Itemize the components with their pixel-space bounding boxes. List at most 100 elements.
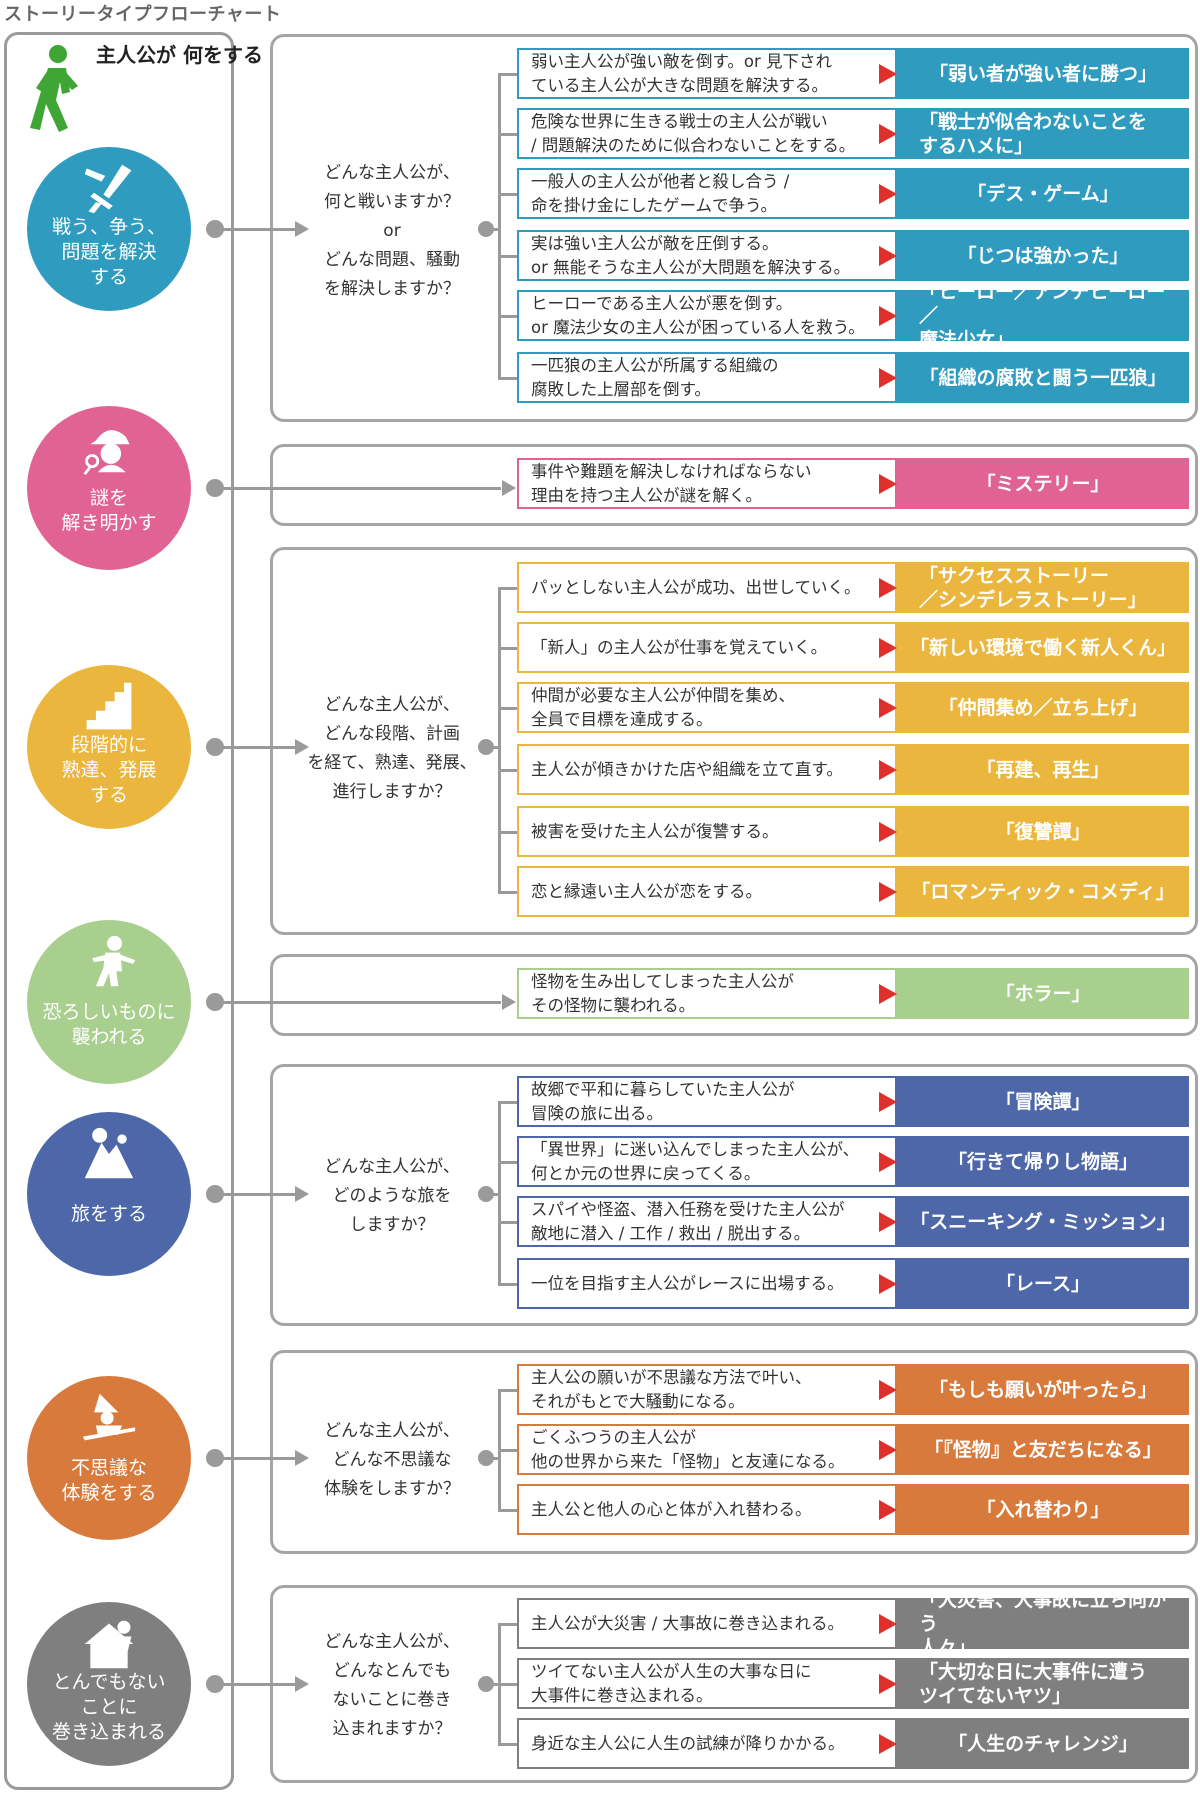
- story-type-tag[interactable]: 「じつは強かった」: [897, 230, 1189, 281]
- category-circle-growth[interactable]: 段階的に 熟達、発展 する: [27, 665, 191, 829]
- branch-stem: [486, 228, 498, 231]
- story-premise-box[interactable]: 故郷で平和に暮らしていた主人公が 冒険の旅に出る。: [517, 1076, 897, 1127]
- story-type-tag[interactable]: 「ホラー」: [897, 968, 1189, 1019]
- red-arrow-icon: [879, 1380, 897, 1400]
- story-type-tag[interactable]: 「デス・ゲーム」: [897, 168, 1189, 219]
- detective-icon: [83, 430, 130, 475]
- story-premise-box[interactable]: パッとしない主人公が成功、出世していく。: [517, 562, 897, 613]
- story-type-tag[interactable]: 「組織の腐敗と闘う一匹狼」: [897, 352, 1189, 403]
- branch-tick: [498, 768, 517, 772]
- story-premise-text: 主人公の願いが不思議な方法で叶い、 それがもとで大騒動になる。: [531, 1368, 812, 1411]
- story-premise-box[interactable]: 弱い主人公が強い敵を倒す。or 見下され ている主人公が大きな問題を解決する。: [517, 48, 897, 99]
- red-arrow-icon: [879, 124, 897, 144]
- category-label: 戦う、争う、 問題を解決 する: [51, 216, 166, 288]
- red-arrow-icon: [879, 184, 897, 204]
- story-premise-text: 仲間が必要な主人公が仲間を集め、 全員で目標を達成する。: [531, 686, 795, 729]
- story-type-tag[interactable]: 「行きて帰りし物語」: [897, 1136, 1189, 1187]
- story-premise-box[interactable]: 主人公が傾きかけた店や組織を立て直す。: [517, 744, 897, 795]
- category-circle-journey[interactable]: 旅をする: [27, 1112, 191, 1276]
- branch-tick: [498, 1742, 517, 1746]
- red-arrow-icon: [879, 1274, 897, 1294]
- story-premise-box[interactable]: 一位を目指す主人公がレースに出場する。: [517, 1258, 897, 1309]
- story-premise-box[interactable]: 一匹狼の主人公が所属する組織の 腐敗した上層部を倒す。: [517, 352, 897, 403]
- story-premise-box[interactable]: 事件や難題を解決しなければならない 理由を持つ主人公が謎を解く。: [517, 458, 897, 509]
- story-premise-box[interactable]: 実は強い主人公が敵を圧倒する。 or 無能そうな主人公が大問題を解決する。: [517, 230, 897, 281]
- connector-line: [215, 746, 295, 749]
- story-type-tag[interactable]: 「新しい環境で働く新人くん」: [897, 622, 1189, 673]
- disaster-icon: [84, 1620, 134, 1669]
- story-type-tag[interactable]: 「スニーキング・ミッション」: [897, 1196, 1189, 1247]
- story-type-tag[interactable]: 「仲間集め／立ち上げ」: [897, 682, 1189, 733]
- story-type-tag[interactable]: 「ミステリー」: [897, 458, 1189, 509]
- story-premise-box[interactable]: ごくふつうの主人公が 他の世界から来た「怪物」と友達になる。: [517, 1424, 897, 1475]
- category-circle-disaster[interactable]: とんでもない ことに 巻き込まれる: [27, 1602, 191, 1766]
- story-premise-text: 弱い主人公が強い敵を倒す。or 見下され ている主人公が大きな問題を解決する。: [531, 52, 832, 95]
- red-arrow-icon: [879, 1152, 897, 1172]
- story-premise-box[interactable]: 主人公の願いが不思議な方法で叶い、 それがもとで大騒動になる。: [517, 1364, 897, 1415]
- branch-stem: [486, 746, 498, 749]
- story-type-tag[interactable]: 「弱い者が強い者に勝つ」: [897, 48, 1189, 99]
- branch-tick: [498, 830, 517, 834]
- branch-tick: [498, 1282, 517, 1286]
- story-type-tag[interactable]: 「ヒーロー／アンチヒーロー／ 魔法少女」: [897, 281, 1189, 351]
- story-premise-box[interactable]: 危険な世界に生きる戦士の主人公が戦い / 問題解決のために似合わないことをする。: [517, 108, 897, 159]
- story-type-tag[interactable]: 「レース」: [897, 1258, 1189, 1309]
- story-type-tag[interactable]: 「大切な日に大事件に遭う ツイてないヤツ」: [897, 1658, 1189, 1709]
- connector-arrow: [295, 1186, 309, 1202]
- red-arrow-icon: [879, 1734, 897, 1754]
- story-premise-box[interactable]: 被害を受けた主人公が復讐する。: [517, 806, 897, 857]
- story-premise-box[interactable]: 身近な主人公に人生の試練が降りかかる。: [517, 1718, 897, 1769]
- branch-stem: [486, 1457, 498, 1460]
- story-premise-box[interactable]: 一般人の主人公が他者と殺し合う / 命を掛け金にしたゲームで争う。: [517, 168, 897, 219]
- story-premise-text: 危険な世界に生きる戦士の主人公が戦い / 問題解決のために似合わないことをする。: [531, 112, 856, 155]
- story-type-tag[interactable]: 「もしも願いが叶ったら」: [897, 1364, 1189, 1415]
- story-premise-text: 実は強い主人公が敵を圧倒する。 or 無能そうな主人公が大問題を解決する。: [531, 234, 851, 277]
- connector-arrow: [295, 1676, 309, 1692]
- story-type-tag[interactable]: 「『怪物』と友だちになる」: [897, 1424, 1189, 1475]
- story-premise-box[interactable]: 主人公が大災害 / 大事故に巻き込まれる。: [517, 1598, 897, 1649]
- question-text: どんな主人公が、 どのような旅を しますか？: [324, 1156, 460, 1235]
- category-label: 謎を 解き明かす: [61, 487, 157, 534]
- story-type-tag[interactable]: 「復讐譚」: [897, 806, 1189, 857]
- red-arrow-icon: [879, 760, 897, 780]
- zombie-icon: [92, 935, 136, 987]
- story-premise-box[interactable]: 「異世界」に迷い込んでしまった主人公が、 何とか元の世界に戻ってくる。: [517, 1136, 897, 1187]
- red-arrow-icon: [879, 64, 897, 84]
- story-type-tag[interactable]: 「入れ替わり」: [897, 1484, 1189, 1535]
- branch-tick: [498, 1448, 517, 1452]
- story-premise-box[interactable]: ツイてない主人公が人生の大事な日に 大事件に巻き込まれる。: [517, 1658, 897, 1709]
- branch-tick: [498, 706, 517, 710]
- story-type-tag[interactable]: 「人生のチャレンジ」: [897, 1718, 1189, 1769]
- category-circle-fight[interactable]: 戦う、争う、 問題を解決 する: [27, 147, 191, 311]
- story-premise-box[interactable]: 恋と縁遠い主人公が恋をする。: [517, 866, 897, 917]
- story-premise-box[interactable]: スパイや怪盗、潜入任務を受けた主人公が 敵地に潜入 / 工作 / 救出 / 脱出…: [517, 1196, 897, 1247]
- story-type-tag[interactable]: 「戦士が似合わないことを するハメに」: [897, 108, 1189, 159]
- story-premise-text: 一般人の主人公が他者と殺し合う / 命を掛け金にしたゲームで争う。: [531, 172, 790, 215]
- category-circle-horror[interactable]: 恐ろしいものに 襲われる: [27, 920, 191, 1084]
- connector-arrow: [295, 1450, 309, 1466]
- story-type-tag[interactable]: 「冒険譚」: [897, 1076, 1189, 1127]
- story-premise-text: 故郷で平和に暮らしていた主人公が 冒険の旅に出る。: [531, 1080, 795, 1123]
- category-circle-wonder[interactable]: 不思議な 体験をする: [27, 1376, 191, 1540]
- story-type-tag[interactable]: 「ロマンティック・コメディ」: [897, 866, 1189, 917]
- connector-line: [215, 1457, 295, 1460]
- red-arrow-icon: [879, 1614, 897, 1634]
- story-premise-text: 主人公が大災害 / 大事故に巻き込まれる。: [531, 1614, 845, 1633]
- story-type-tag[interactable]: 「再建、再生」: [897, 744, 1189, 795]
- branch-tick: [498, 1508, 517, 1512]
- story-type-tag[interactable]: 「大災害、大事故に立ち向かう 人々」: [897, 1589, 1189, 1659]
- story-type-tag[interactable]: 「サクセスストーリー ／シンデレラストーリー」: [897, 562, 1189, 613]
- branch-tick: [498, 132, 517, 136]
- story-premise-box[interactable]: 主人公と他人の心と体が入れ替わる。: [517, 1484, 897, 1535]
- category-label: とんでもない ことに 巻き込まれる: [51, 1671, 166, 1743]
- story-premise-box[interactable]: 「新人」の主人公が仕事を覚えていく。: [517, 622, 897, 673]
- connector-line: [215, 1193, 295, 1196]
- branch-bracket: [498, 1101, 501, 1284]
- question-text: どんな主人公が、 何と戦いますか？ or どんな問題、騒動 を解決しますか？: [324, 162, 460, 299]
- story-premise-box[interactable]: ヒーローである主人公が悪を倒す。 or 魔法少女の主人公が困っている人を救う。: [517, 290, 897, 341]
- page-title: ストーリータイプフローチャート: [4, 4, 282, 25]
- category-circle-mystery[interactable]: 謎を 解き明かす: [27, 406, 191, 570]
- story-premise-box[interactable]: 仲間が必要な主人公が仲間を集め、 全員で目標を達成する。: [517, 682, 897, 733]
- story-premise-box[interactable]: 怪物を生み出してしまった主人公が その怪物に襲われる。: [517, 968, 897, 1019]
